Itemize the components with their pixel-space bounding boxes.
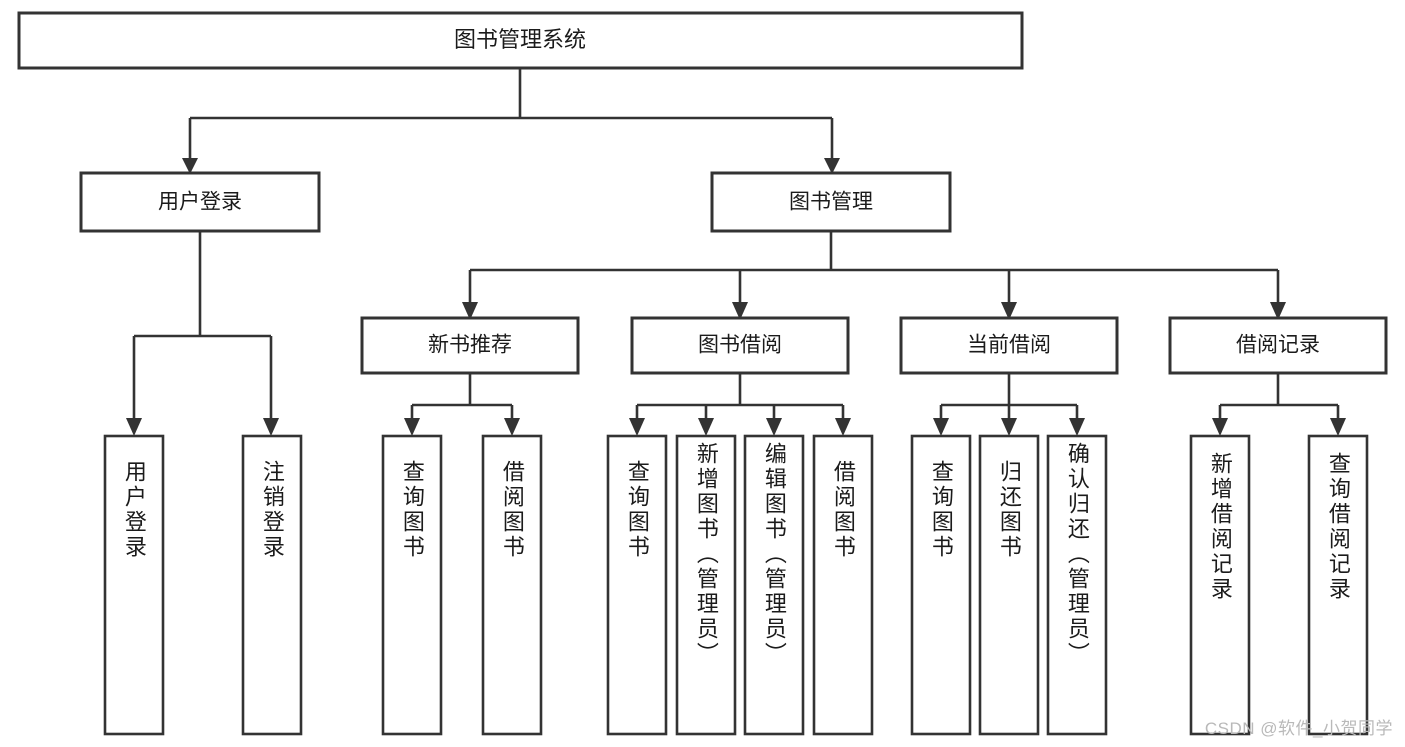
arrow-head-leaf-borrow-book-1 xyxy=(504,418,520,436)
node-borrow-record-label: 借阅记录 xyxy=(1236,334,1320,357)
watermark-text: CSDN @软件_小贺同学 xyxy=(1204,719,1393,738)
leaf-box-borrow-book-1[interactable] xyxy=(481,434,543,736)
arrow-head-leaf-return-book xyxy=(1001,418,1017,436)
arrow-head-leaf-user-logout xyxy=(263,418,279,436)
node-book-borrow-label: 图书借阅 xyxy=(698,334,782,357)
arrow-head-to-book-manage xyxy=(824,158,840,174)
arrow-head-book-borrow xyxy=(732,302,748,320)
node-root-box[interactable] xyxy=(17,11,1024,70)
node-new-book-recommend-box[interactable] xyxy=(360,316,580,375)
leaf-box-edit-book[interactable] xyxy=(743,434,805,736)
arrow-head-current-borrow xyxy=(1001,302,1017,320)
connector-user-login-to-leaves xyxy=(126,231,279,436)
node-book-manage-box[interactable] xyxy=(710,171,952,233)
leaf-box-add-book[interactable] xyxy=(675,434,737,736)
leaf-box-query-record[interactable] xyxy=(1307,434,1369,736)
leaf-box-return-book[interactable] xyxy=(978,434,1040,736)
node-root-label: 图书管理系统 xyxy=(454,27,586,52)
arrow-head-leaf-query-book-1 xyxy=(404,418,420,436)
node-borrow-record[interactable]: 借阅记录 xyxy=(1168,316,1388,375)
connector-root-to-level2 xyxy=(182,68,840,174)
arrow-head-new-book-recommend xyxy=(462,302,478,320)
node-book-borrow[interactable]: 图书借阅 xyxy=(630,316,850,375)
node-current-borrow[interactable]: 当前借阅 xyxy=(899,316,1119,375)
node-book-manage-label: 图书管理 xyxy=(789,191,873,214)
arrow-head-leaf-edit-book xyxy=(766,418,782,436)
node-user-login-label: 用户登录 xyxy=(158,191,242,214)
leaf-box-query-book-2[interactable] xyxy=(606,434,668,736)
leaf-box-confirm-return[interactable] xyxy=(1046,434,1108,736)
leaf-box-user-login[interactable] xyxy=(103,434,165,736)
arrow-head-leaf-query-book-3 xyxy=(933,418,949,436)
node-root[interactable]: 图书管理系统 xyxy=(17,11,1024,70)
connector-current-borrow-to-leaves xyxy=(933,373,1085,436)
node-new-book-recommend-label: 新书推荐 xyxy=(428,334,512,357)
arrow-head-leaf-borrow-book-2 xyxy=(835,418,851,436)
arrow-head-leaf-query-book-2 xyxy=(629,418,645,436)
leaf-box-user-logout[interactable] xyxy=(241,434,303,736)
node-current-borrow-label: 当前借阅 xyxy=(967,334,1051,357)
connector-book-borrow-to-leaves xyxy=(629,373,851,436)
arrow-head-leaf-add-book xyxy=(698,418,714,436)
arrow-head-leaf-query-record xyxy=(1330,418,1346,436)
connector-new-book-recommend-to-leaves xyxy=(404,373,520,436)
arrow-head-leaf-confirm-return xyxy=(1069,418,1085,436)
leaf-box-add-record[interactable] xyxy=(1189,434,1251,736)
arrow-head-borrow-record xyxy=(1270,302,1286,320)
leaf-box-query-book-3[interactable] xyxy=(910,434,972,736)
node-new-book-recommend[interactable]: 新书推荐 xyxy=(360,316,580,375)
node-book-borrow-box[interactable] xyxy=(630,316,850,375)
leaf-box-borrow-book-2[interactable] xyxy=(812,434,874,736)
leaf-box-query-book-1[interactable] xyxy=(381,434,443,736)
arrow-head-leaf-add-record xyxy=(1212,418,1228,436)
node-user-login[interactable]: 用户登录 xyxy=(79,171,321,233)
connector-book-manage-to-level3 xyxy=(462,231,1286,320)
connector-borrow-record-to-leaves xyxy=(1212,373,1346,436)
arrow-head-to-user-login xyxy=(182,158,198,174)
node-current-borrow-box[interactable] xyxy=(899,316,1119,375)
node-book-manage[interactable]: 图书管理 xyxy=(710,171,952,233)
arrow-head-leaf-user-login xyxy=(126,418,142,436)
